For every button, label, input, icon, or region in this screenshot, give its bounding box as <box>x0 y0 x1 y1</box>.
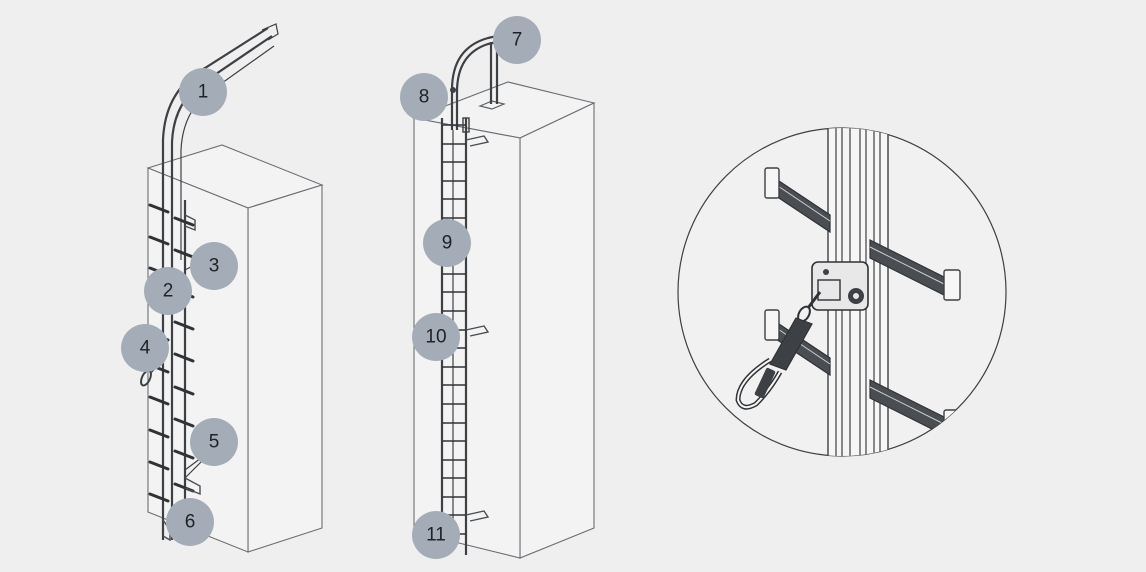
svg-text:10: 10 <box>425 327 446 348</box>
svg-text:2: 2 <box>163 281 174 302</box>
svg-text:1: 1 <box>198 82 209 103</box>
detail-carabiner <box>735 291 822 410</box>
svg-text:3: 3 <box>209 256 220 277</box>
svg-text:4: 4 <box>140 338 151 359</box>
svg-text:9: 9 <box>442 233 453 254</box>
callout-1: 1 <box>179 68 227 116</box>
detail-fall-arrester <box>811 261 869 311</box>
callout-4: 4 <box>121 324 169 372</box>
svg-text:11: 11 <box>426 525 446 546</box>
callout-7: 7 <box>493 16 541 64</box>
detail-rung-upper-right <box>869 239 961 301</box>
callout-6: 6 <box>166 498 214 546</box>
callout-8: 8 <box>400 73 448 121</box>
callout-10: 10 <box>412 313 460 361</box>
detail-rung-upper-left <box>764 167 831 234</box>
callout-9: 9 <box>423 219 471 267</box>
callout-5: 5 <box>190 418 238 466</box>
left-pillar <box>146 144 324 553</box>
svg-text:6: 6 <box>185 512 196 533</box>
callout-2: 2 <box>144 267 192 315</box>
callout-11: 11 <box>412 511 460 559</box>
middle-assembly <box>411 34 596 559</box>
svg-text:7: 7 <box>512 30 523 51</box>
detail-view <box>677 127 1007 457</box>
svg-text:5: 5 <box>209 432 220 453</box>
callout-3: 3 <box>190 242 238 290</box>
svg-text:8: 8 <box>419 87 430 108</box>
